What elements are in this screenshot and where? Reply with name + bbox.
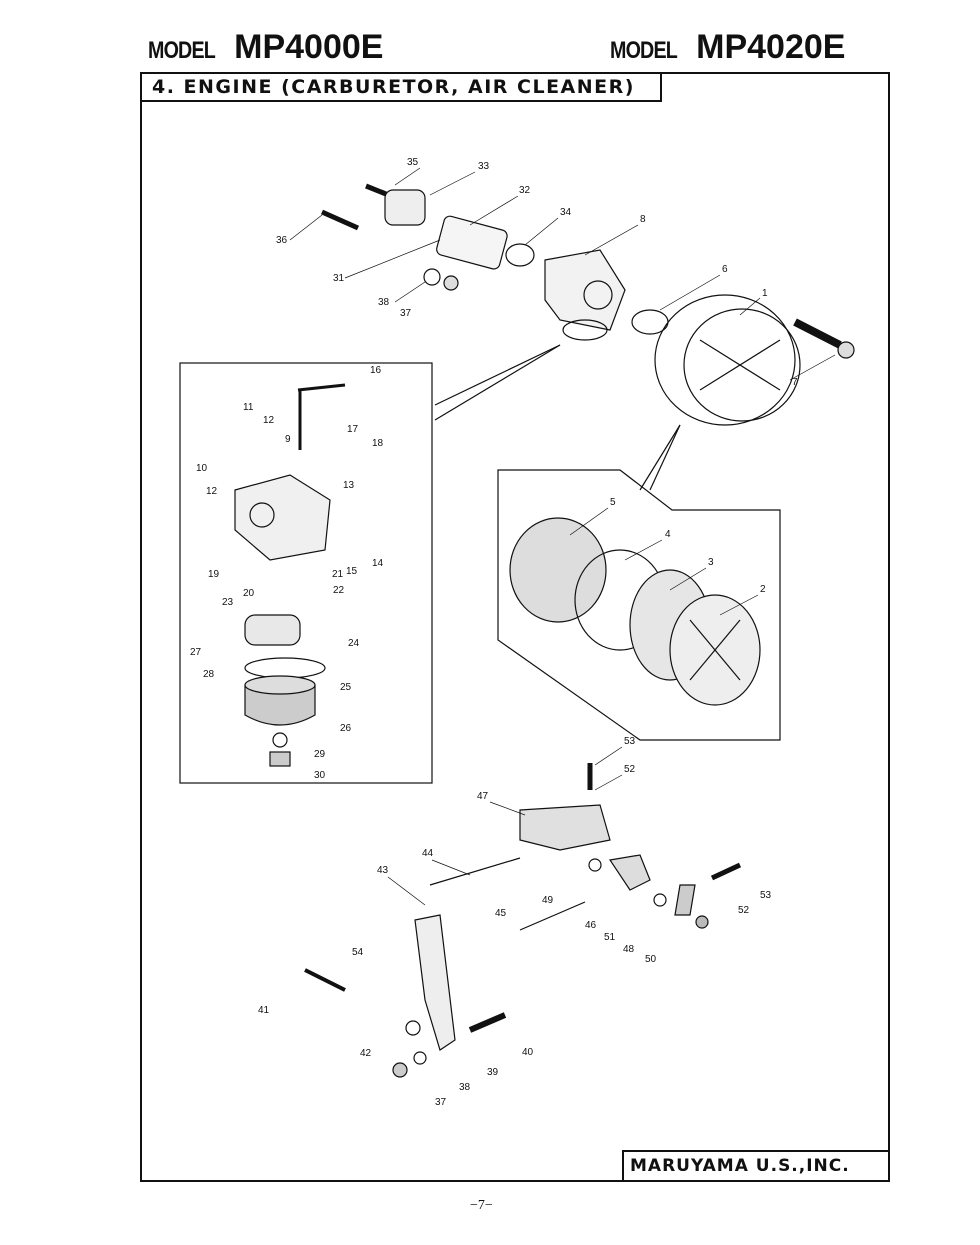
callout-52a: 52 bbox=[624, 764, 636, 775]
callout-50: 50 bbox=[645, 954, 657, 965]
callout-49: 49 bbox=[542, 895, 554, 906]
detail-box-air-cleaner bbox=[497, 469, 781, 741]
callout-37-top: 37 bbox=[400, 308, 412, 319]
callout-12b: 12 bbox=[206, 486, 218, 497]
callout-28: 28 bbox=[203, 669, 215, 680]
callout-35: 35 bbox=[407, 157, 419, 168]
callout-20: 20 bbox=[243, 588, 255, 599]
callout-37-bottom: 37 bbox=[435, 1097, 447, 1108]
callout-18: 18 bbox=[372, 438, 384, 449]
callout-27: 27 bbox=[190, 647, 202, 658]
detail-box-carburetor bbox=[179, 362, 433, 784]
model-number-left: MP4000E bbox=[234, 28, 384, 66]
callout-26: 26 bbox=[340, 723, 352, 734]
callout-11: 11 bbox=[243, 402, 254, 413]
section-title-box bbox=[140, 72, 662, 102]
callout-3: 3 bbox=[708, 557, 714, 568]
footer-company: MARUYAMA U.S.,INC. bbox=[630, 1156, 850, 1176]
callout-17: 17 bbox=[347, 424, 359, 435]
callout-30: 30 bbox=[314, 770, 326, 781]
callout-24: 24 bbox=[348, 638, 360, 649]
model-label-left: MODEL bbox=[148, 37, 216, 64]
callout-41: 41 bbox=[258, 1005, 270, 1016]
callout-25: 25 bbox=[340, 682, 352, 693]
callout-14: 14 bbox=[372, 558, 384, 569]
model-number-right: MP4020E bbox=[696, 28, 846, 66]
callout-13: 13 bbox=[343, 480, 355, 491]
page-frame bbox=[140, 72, 890, 1182]
callout-6: 6 bbox=[722, 264, 728, 275]
callout-43: 43 bbox=[377, 865, 389, 876]
callout-40: 40 bbox=[522, 1047, 534, 1058]
callout-9: 9 bbox=[285, 434, 291, 445]
callout-16: 16 bbox=[370, 365, 382, 376]
callout-39-text: 39 bbox=[487, 1067, 499, 1078]
callout-12a: 12 bbox=[263, 415, 275, 426]
callout-38-top: 38 bbox=[378, 297, 390, 308]
model-header-left: MODEL MP4000E bbox=[148, 28, 383, 67]
callout-32: 32 bbox=[519, 185, 531, 196]
callout-47: 47 bbox=[477, 791, 489, 802]
callout-33: 33 bbox=[478, 161, 490, 172]
part-carburetor bbox=[544, 249, 626, 341]
callout-44: 44 bbox=[422, 848, 434, 859]
part-carburetor-detail bbox=[234, 383, 346, 767]
callout-15-text: 15 bbox=[346, 566, 358, 577]
part-bolt bbox=[793, 318, 855, 359]
callout-5: 5 bbox=[610, 497, 616, 508]
section-title: 4. ENGINE (CARBURETOR, AIR CLEANER) bbox=[152, 76, 635, 98]
callout-23: 23 bbox=[222, 597, 234, 608]
callout-19: 19 bbox=[208, 569, 220, 580]
callout-45: 45 bbox=[495, 908, 507, 919]
callout-34: 34 bbox=[560, 207, 572, 218]
footer-box bbox=[622, 1150, 890, 1182]
part-intake-insulator bbox=[320, 183, 535, 291]
callout-46: 46 bbox=[585, 920, 597, 931]
callout-1: 1 bbox=[762, 288, 768, 299]
part-air-cleaner bbox=[654, 294, 801, 426]
callout-29: 29 bbox=[314, 749, 326, 760]
callout-2: 2 bbox=[760, 584, 766, 595]
callout-10: 10 bbox=[196, 463, 208, 474]
model-label-right: MODEL bbox=[610, 37, 678, 64]
part-governor-linkage bbox=[304, 763, 742, 1078]
callout-42-text: 42 bbox=[360, 1048, 372, 1059]
callout-36: 36 bbox=[276, 235, 288, 246]
callout-51: 51 bbox=[604, 932, 616, 943]
callout-48: 48 bbox=[623, 944, 635, 955]
callout-53b: 53 bbox=[760, 890, 772, 901]
callout-8: 8 bbox=[640, 214, 646, 225]
callout-53a: 53 bbox=[624, 736, 636, 747]
callout-22: 22 bbox=[333, 585, 345, 596]
callout-labels: 35 33 32 34 8 36 31 6 1 38 37 7 16 11 12… bbox=[190, 157, 798, 1108]
callout-52b: 52 bbox=[738, 905, 750, 916]
model-header-right: MODEL MP4020E bbox=[610, 28, 845, 67]
page-number: −7− bbox=[470, 1198, 493, 1213]
part-air-cleaner-detail bbox=[509, 517, 761, 706]
callout-54: 54 bbox=[352, 947, 364, 958]
callout-31: 31 bbox=[333, 273, 345, 284]
callout-38-bottom: 38 bbox=[459, 1082, 471, 1093]
callout-4: 4 bbox=[665, 529, 671, 540]
callout-7: 7 bbox=[792, 377, 798, 388]
callout-21: 21 bbox=[332, 569, 344, 580]
